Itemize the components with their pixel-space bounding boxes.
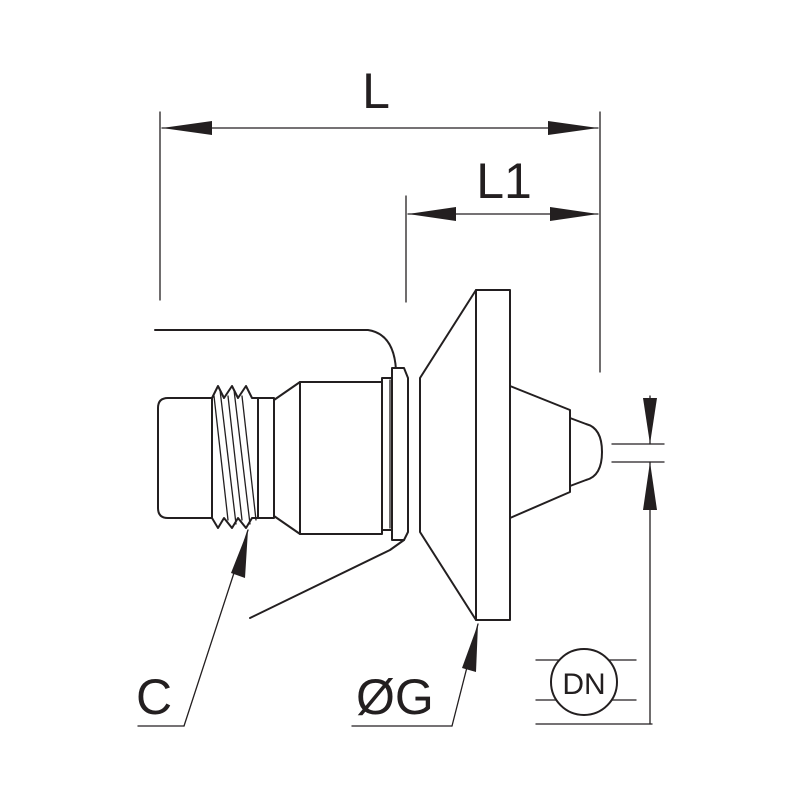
taper-section — [273, 381, 301, 535]
thread-lines — [213, 389, 257, 525]
label-C: C — [136, 669, 172, 725]
label-L1: L1 — [476, 153, 532, 209]
dimension-L1: L1 — [405, 153, 599, 303]
nozzle-cylinder — [157, 397, 213, 519]
leader-G: ØG — [351, 623, 479, 727]
outlet-cone — [509, 385, 571, 519]
leader-C: C — [136, 529, 249, 727]
label-DN: DN — [562, 668, 605, 701]
label-L: L — [362, 63, 390, 119]
flange-plate — [475, 289, 511, 621]
dimension-L: L — [159, 63, 601, 373]
neck-ring — [257, 397, 275, 519]
main-body — [299, 381, 383, 535]
label-G: ØG — [356, 669, 434, 725]
outlet-tip — [569, 417, 603, 487]
dimension-DN — [535, 395, 665, 725]
dn-symbol: DN — [535, 648, 637, 716]
cone-flange — [419, 289, 477, 621]
hose-outline — [154, 329, 405, 619]
collar-lip — [391, 367, 409, 541]
fitting-body — [157, 289, 603, 621]
